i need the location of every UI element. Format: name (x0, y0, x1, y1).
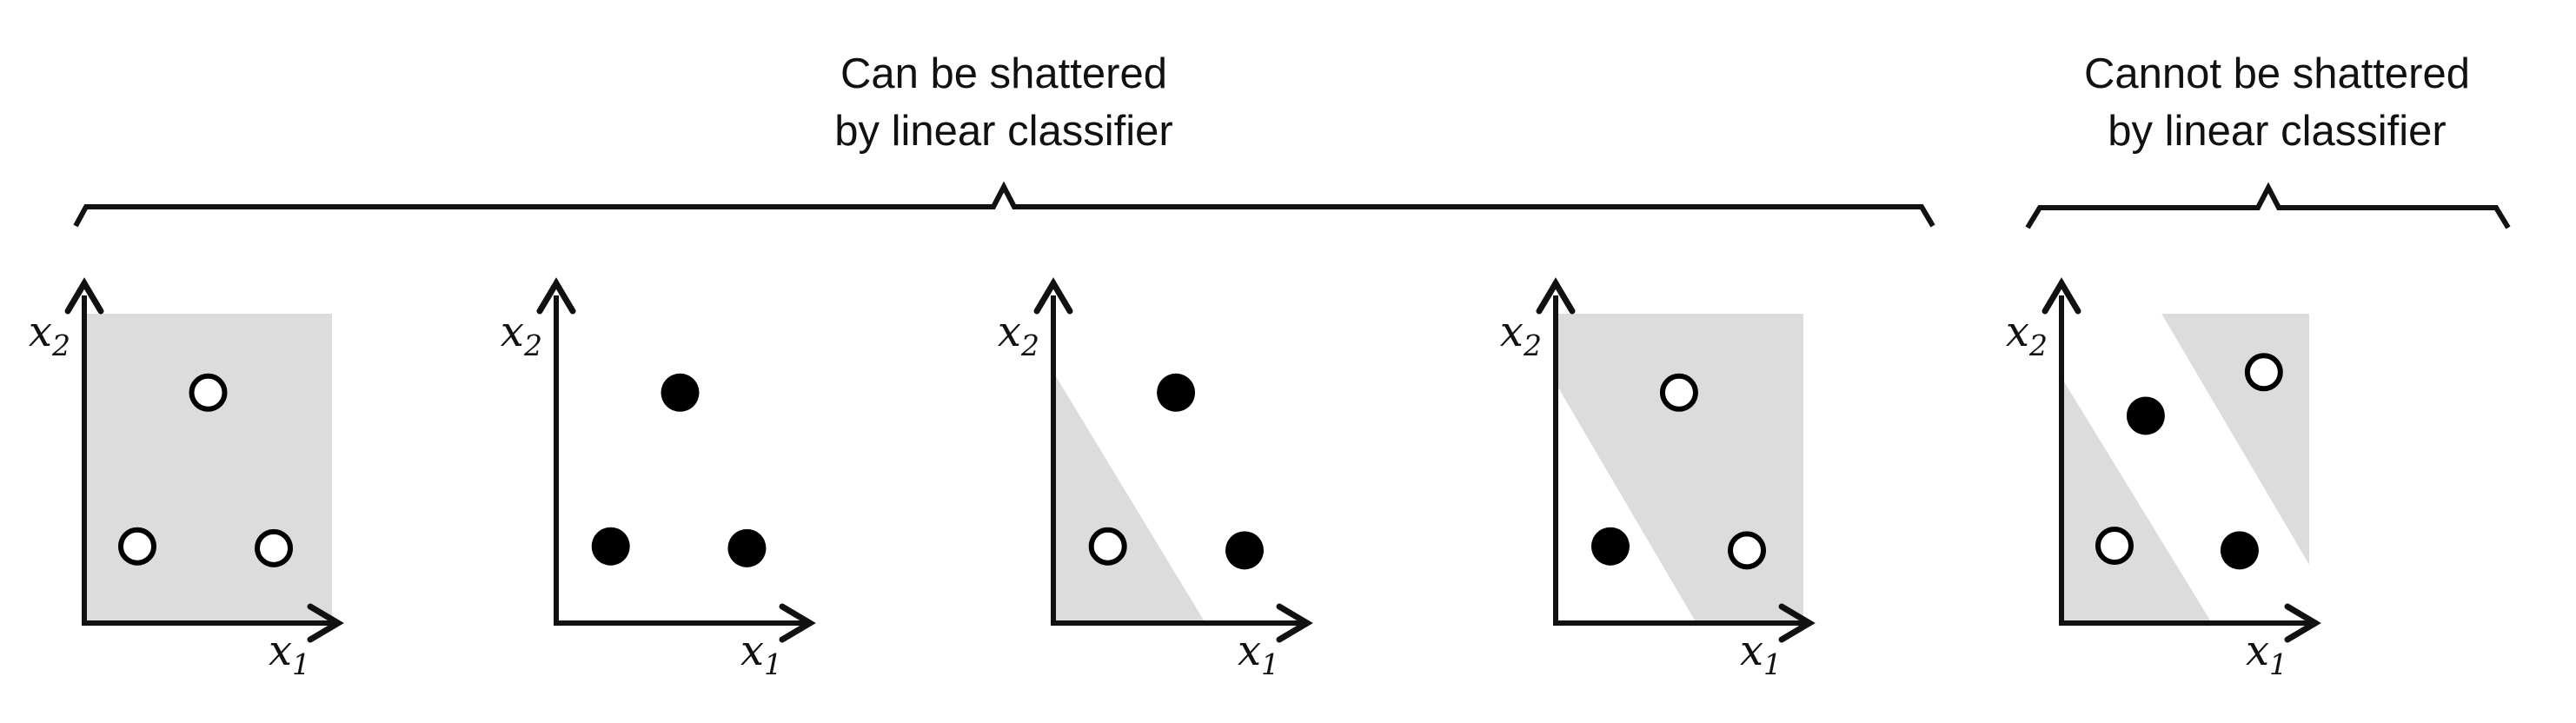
plot-2-y-axis-label: x2 (501, 308, 542, 362)
plot-5-filled-point-1 (2126, 396, 2165, 435)
plot-1-open-point-1 (189, 373, 228, 412)
caption-can-be-shattered: Can be shattered by linear classifier (700, 45, 1308, 160)
caption-cannot-line-2: by linear classifier (2108, 108, 2447, 155)
plot-4-filled-point-2 (1590, 527, 1630, 566)
plot-4-x-axis-arrowhead-icon (1778, 603, 1816, 643)
plot-4-shaded-region-1 (1556, 314, 1803, 623)
plot-3-y-axis-label: x2 (998, 308, 1039, 362)
plot-5-y-axis-label: x2 (2006, 308, 2048, 362)
plot-5-x-axis-arrowhead-icon (2284, 603, 2321, 643)
caption-cannot-line-1: Cannot be shattered (2083, 50, 2471, 97)
plot-2: x2 x1 (501, 277, 816, 681)
plot-4-y-axis-label: x2 (1500, 308, 1542, 362)
plot-2-filled-point-2 (591, 527, 630, 566)
brace-cannot-be-shattered (2025, 182, 2511, 229)
plot-3: x2 x1 (998, 277, 1313, 681)
caption-cannot-be-shattered: Cannot be shattered by linear classifier (1973, 45, 2576, 160)
plot-1-x-axis-arrowhead-icon (307, 603, 344, 643)
plot-5-open-point-2 (2244, 353, 2283, 392)
plot-4-open-point-3 (1728, 531, 1767, 570)
plot-4-open-point-1 (1659, 373, 1698, 412)
plot-4-y-axis-arrowhead-icon (1536, 277, 1576, 315)
plot-5-shaded-region-1 (2061, 377, 2212, 623)
plot-5-filled-point-4 (2220, 531, 2259, 570)
caption-can-line-1: Can be shattered (840, 50, 1167, 97)
plot-4: x2 x1 (1500, 277, 1816, 681)
plot-2-y-axis-arrowhead-icon (536, 277, 576, 315)
plot-3-x-axis-label: x1 (1238, 627, 1279, 681)
brace-can-be-shattered (73, 181, 1935, 228)
plot-3-x-axis-arrowhead-icon (1276, 603, 1313, 643)
plot-5: x2 x1 (2006, 277, 2321, 681)
plot-1-open-point-3 (255, 528, 294, 567)
plot-3-filled-point-1 (1157, 373, 1196, 412)
plot-3-shaded-region-1 (1053, 372, 1205, 623)
plot-5-x-axis-label: x1 (2246, 627, 2287, 681)
plot-5-shaded-region-2 (2161, 314, 2309, 565)
caption-can-line-2: by linear classifier (834, 108, 1173, 155)
plot-1-y-axis-arrowhead-icon (64, 277, 104, 315)
plot-1-shaded-region-1 (84, 314, 332, 623)
plot-4-x-axis-label: x1 (1740, 627, 1782, 681)
plot-1-y-axis-label: x2 (29, 308, 70, 362)
plot-3-open-point-2 (1088, 527, 1127, 566)
plot-1: x2 x1 (29, 277, 344, 681)
plot-2-x-axis-label: x1 (740, 627, 782, 681)
plot-2-filled-point-3 (727, 528, 767, 567)
plot-5-open-point-3 (2095, 527, 2134, 565)
plot-3-y-axis-arrowhead-icon (1033, 277, 1073, 315)
plot-2-x-axis-arrowhead-icon (779, 603, 816, 643)
plot-5-y-axis-arrowhead-icon (2042, 277, 2081, 315)
plot-1-open-point-2 (117, 527, 156, 566)
plot-3-filled-point-3 (1225, 531, 1265, 570)
plot-2-filled-point-1 (661, 373, 700, 412)
plot-1-x-axis-label: x1 (269, 627, 310, 681)
